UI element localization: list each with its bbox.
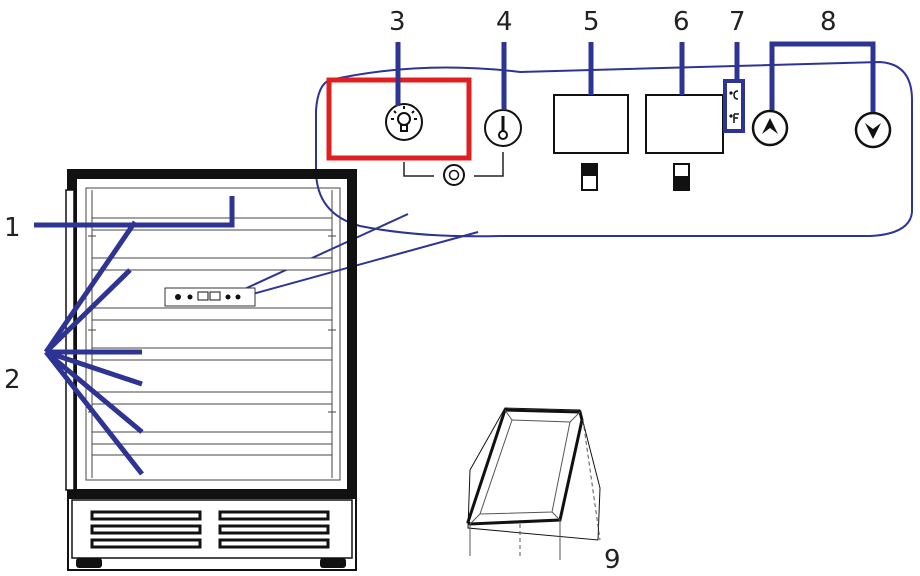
base-grille — [71, 499, 353, 568]
callout-7: 7 — [729, 7, 746, 37]
lock-button[interactable] — [443, 164, 465, 186]
foot-right — [320, 558, 346, 568]
left-leader-lines — [34, 196, 235, 476]
leader-2e — [44, 350, 144, 434]
callout-3: 3 — [389, 7, 406, 37]
fridge-control-panel — [164, 287, 256, 307]
ring-icon — [448, 169, 460, 181]
lightbulb-icon — [391, 106, 417, 132]
panel-outline — [315, 60, 913, 238]
storage-bin — [466, 407, 601, 560]
leader-1 — [34, 196, 235, 228]
door-handle[interactable] — [65, 189, 75, 491]
down-arrow-icon — [865, 123, 881, 139]
up-arrow-icon — [762, 118, 778, 134]
foot-left — [76, 558, 102, 568]
zoom-line-lower — [237, 231, 479, 299]
bracket-left — [403, 162, 434, 177]
control-panel-callout — [237, 60, 913, 299]
wine-cooler — [65, 169, 357, 571]
zoom-line-upper — [237, 213, 409, 293]
callout-6: 6 — [673, 7, 690, 37]
callout-labels: 3 4 5 6 7 8 1 2 9 — [4, 7, 837, 575]
callout-1: 1 — [4, 213, 21, 243]
light-button[interactable] — [385, 103, 423, 141]
shelf-6 — [91, 431, 333, 445]
callout-9: 9 — [604, 545, 621, 575]
celsius-fahrenheit-icon — [729, 90, 739, 123]
leader-2b — [44, 268, 132, 354]
callout-4: 4 — [496, 7, 513, 37]
leader-2a — [43, 220, 138, 354]
leader-2f — [44, 350, 144, 476]
callout-5: 5 — [583, 7, 600, 37]
upper-zone-display — [553, 94, 629, 154]
unit-indicators — [723, 79, 745, 133]
shelf-2 — [91, 257, 333, 271]
thermometer-icon — [498, 116, 508, 140]
glass-panel — [85, 187, 341, 481]
temperature-button[interactable] — [484, 109, 522, 147]
shelf-5 — [91, 391, 333, 405]
up-button[interactable] — [751, 109, 789, 147]
leader-8 — [769, 41, 876, 112]
upper-zone-indicator-icon — [581, 163, 598, 191]
down-button[interactable] — [854, 111, 892, 149]
lower-zone-indicator-icon — [673, 163, 690, 191]
lower-zone-display — [645, 94, 724, 154]
top-leader-lines — [395, 41, 876, 112]
callout-8: 8 — [820, 7, 837, 37]
callout-2: 2 — [4, 365, 21, 395]
bracket-right — [474, 152, 504, 177]
shelf-3 — [91, 307, 333, 321]
leader-2d — [45, 349, 143, 387]
